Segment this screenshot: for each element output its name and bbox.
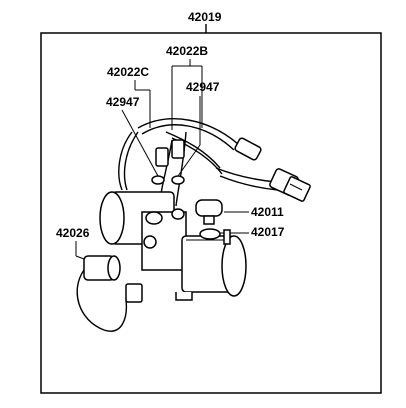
fitting-pin [223, 229, 231, 245]
label-42019: 42019 [188, 10, 222, 24]
clamp-right [171, 175, 185, 185]
valve-block [141, 208, 187, 271]
label-42022c: 42022C [107, 65, 149, 79]
connector-right [269, 168, 311, 202]
label-42011: 42011 [251, 205, 284, 219]
filler-seal [199, 228, 221, 240]
capacitor [76, 255, 143, 332]
label-42026: 42026 [56, 226, 90, 240]
hose-fittings [155, 137, 262, 167]
assembly-frame [40, 32, 382, 394]
reservoir [181, 235, 247, 297]
filler-cap [195, 199, 223, 225]
label-42022b: 42022B [166, 44, 208, 58]
clamp-left [151, 175, 165, 185]
label-42017: 42017 [251, 225, 285, 239]
label-42947-left: 42947 [106, 95, 140, 109]
mounting-bracket [175, 292, 193, 301]
label-42947-right: 42947 [186, 80, 220, 94]
